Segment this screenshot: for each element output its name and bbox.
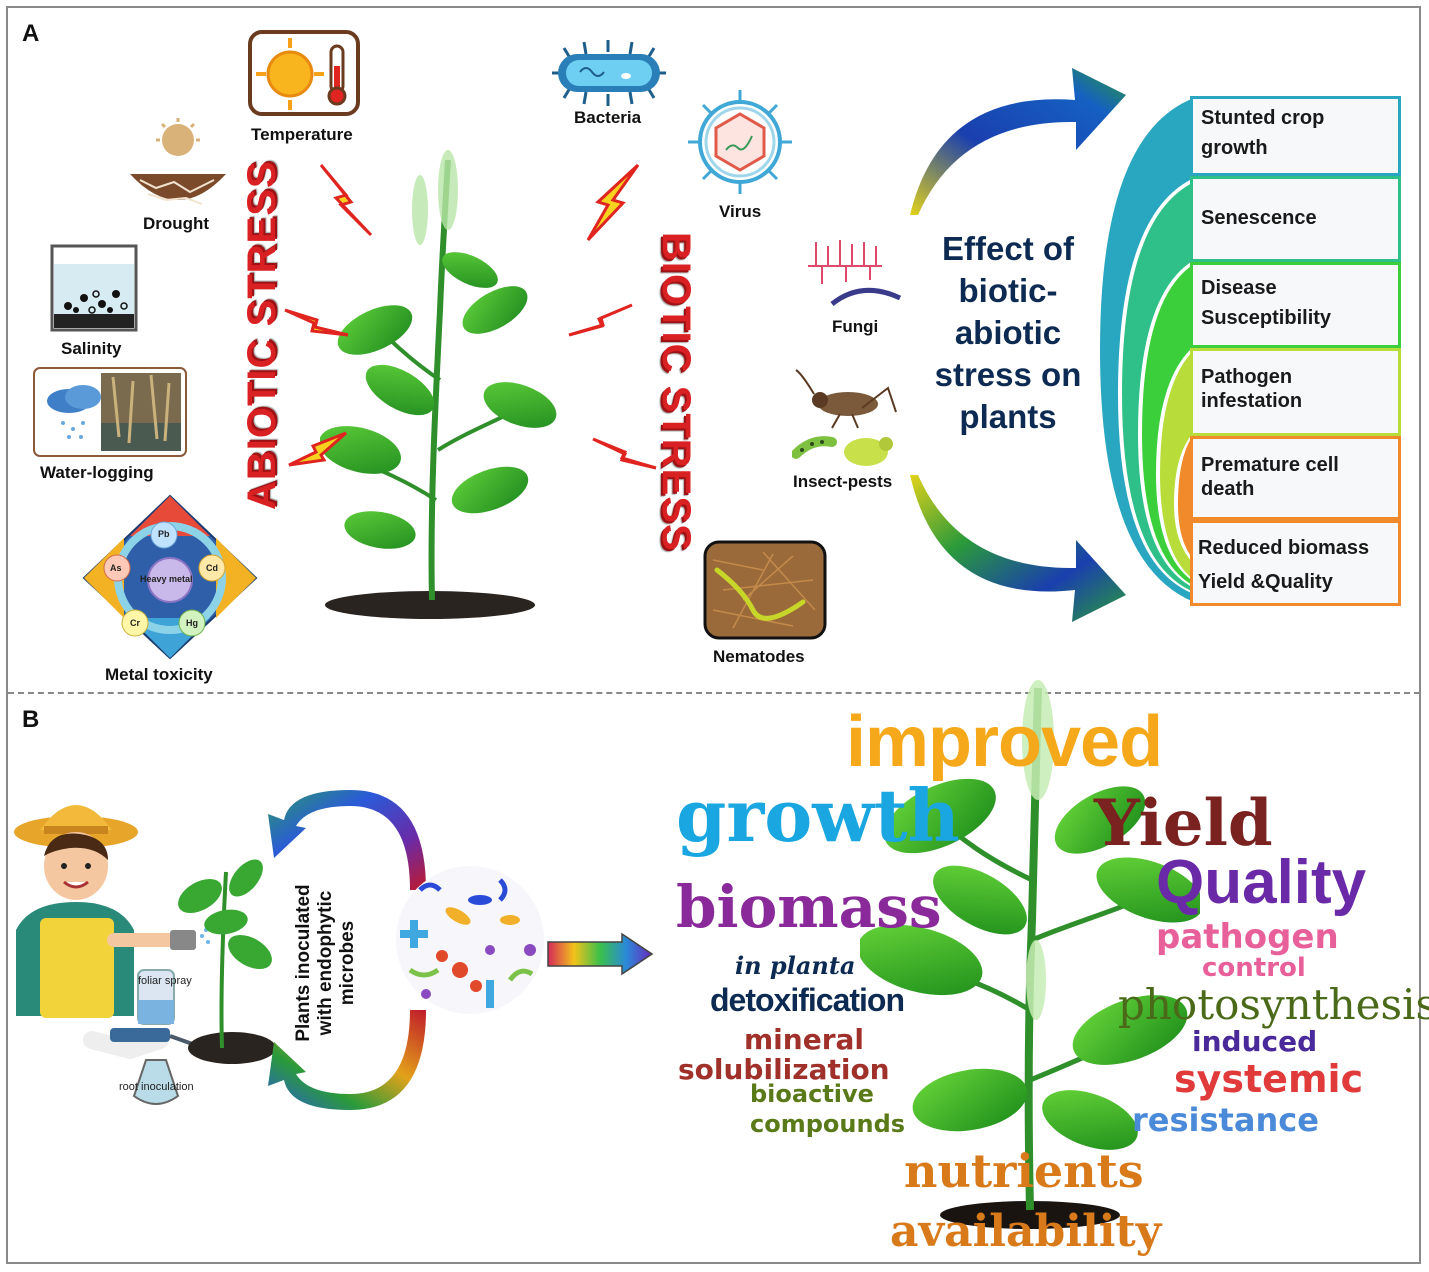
word-biomass: biomass	[676, 873, 942, 941]
central-plant-a	[320, 150, 557, 619]
figure-frame	[6, 6, 1421, 1264]
word-induced: induced	[1192, 1025, 1318, 1058]
farmer-icon	[14, 805, 216, 1105]
effect-text: Premature cell	[1201, 454, 1339, 476]
cycle-label-line: microbes	[337, 920, 358, 1006]
metal-hg: Hg	[186, 618, 198, 628]
biotic-stress-label: BIOTIC STRESS	[654, 232, 698, 552]
salinity-icon	[50, 244, 138, 332]
word-yield: Yield	[1094, 786, 1273, 861]
word-systemic: systemic	[1174, 1057, 1364, 1101]
effect-title-line: plants	[959, 398, 1057, 435]
lightning-icon	[284, 308, 349, 337]
word-in-planta: in planta	[735, 951, 856, 980]
cycle-label-line: with endophytic	[315, 890, 336, 1036]
abiotic-stress-label: ABIOTIC STRESS	[240, 160, 284, 510]
effect-title-line: stress on	[934, 356, 1082, 393]
salinity-label: Salinity	[61, 339, 122, 358]
effect-premature-cell-death: Premature cell death	[1190, 436, 1401, 520]
effect-text: Yield &Quality	[1198, 571, 1333, 593]
word-bioactive: bioactive	[750, 1080, 874, 1108]
effect-arrows	[910, 68, 1126, 622]
nematodes-label: Nematodes	[713, 647, 805, 666]
nematodes-icon	[703, 540, 827, 640]
bacteria-label: Bacteria	[574, 108, 642, 127]
word-availability: availability	[890, 1206, 1162, 1257]
word-quality: Quality	[1156, 848, 1367, 917]
bacteria-icon	[552, 40, 666, 106]
effect-title: Effect of biotic- abiotic stress on plan…	[920, 228, 1096, 438]
insect-pests-label: Insect-pests	[793, 472, 893, 491]
word-detoxification: detoxification	[710, 982, 905, 1018]
effect-text: Disease	[1201, 277, 1277, 299]
effect-text: infestation	[1201, 390, 1303, 412]
effect-text: Senescence	[1201, 207, 1317, 229]
effect-text: Pathogen	[1201, 366, 1293, 388]
virus-label: Virus	[719, 202, 762, 221]
water-logging-icon	[33, 367, 187, 457]
lightning-icon	[592, 437, 657, 470]
word-pathogen: pathogen	[1156, 917, 1339, 957]
fungi-icon	[808, 240, 902, 306]
water-logging-label: Water-logging	[40, 463, 154, 482]
panel-divider	[8, 692, 1420, 694]
metal-cd: Cd	[206, 563, 218, 573]
effect-text: death	[1201, 478, 1255, 500]
effect-senescence: Senescence	[1190, 176, 1401, 262]
effect-stunted-growth: Stunted crop growth	[1190, 96, 1401, 176]
metal-as: As	[110, 563, 122, 573]
temperature-icon	[248, 30, 360, 116]
central-plant-b	[860, 680, 1200, 1229]
word-photosynthesis: photosynthesis	[1118, 980, 1429, 1029]
lightning-icon	[288, 431, 347, 467]
metal-toxicity-label: Metal toxicity	[105, 665, 213, 684]
seedling-icon	[178, 859, 276, 1064]
cycle-label-line: Plants inoculated	[293, 884, 314, 1042]
effect-title-line: biotic-	[958, 272, 1058, 309]
lightning-icon	[568, 303, 633, 337]
metal-pb: Pb	[158, 529, 170, 539]
effect-text: Susceptibility	[1201, 307, 1332, 329]
effect-title-line: abiotic	[954, 314, 1062, 351]
word-solubilization: solubilization	[678, 1053, 890, 1086]
word-mineral: mineral	[744, 1023, 864, 1056]
heavy-metal-label: Heavy metal	[140, 574, 193, 584]
cycle-arrows	[268, 790, 426, 1110]
gradient-arrow	[547, 932, 654, 976]
drought-label: Drought	[143, 214, 210, 233]
effect-text: Stunted crop	[1201, 107, 1325, 129]
word-growth: growth	[676, 773, 960, 858]
word-nutrients: nutrients	[904, 1144, 1144, 1198]
metal-cr: Cr	[130, 618, 141, 628]
panel-a-letter: A	[22, 20, 40, 47]
word-improved: improved	[846, 702, 1163, 782]
drought-icon	[130, 118, 226, 205]
effect-reduced-biomass: Reduced biomass Yield &Quality	[1190, 520, 1401, 606]
fungi-label: Fungi	[832, 317, 879, 336]
root-inoculation-label: root inoculation	[119, 1081, 194, 1093]
effect-disease-susceptibility: Disease Susceptibility	[1190, 262, 1401, 348]
panel-b-letter: B	[22, 706, 40, 733]
effect-arcs	[1100, 98, 1194, 602]
effect-text: Reduced biomass	[1198, 537, 1370, 559]
temperature-label: Temperature	[251, 125, 353, 144]
effect-title-line: Effect of	[942, 230, 1074, 267]
word-control: control	[1202, 953, 1306, 983]
effect-text: growth	[1201, 137, 1268, 159]
lightning-icon	[586, 163, 640, 242]
insect-pests-icon	[792, 369, 897, 466]
foliar-spray-label: foliar spray	[138, 975, 192, 987]
effect-pathogen-infestation: Pathogen infestation	[1190, 348, 1401, 436]
microbes-icon	[396, 866, 544, 1014]
cycle-label: Plants inoculated with endophytic microb…	[293, 858, 359, 1068]
lightning-icon	[319, 164, 373, 237]
virus-icon	[688, 90, 792, 194]
word-resistance: resistance	[1132, 1101, 1319, 1139]
word-compounds: compounds	[750, 1110, 906, 1138]
metal-toxicity-icon	[82, 494, 258, 660]
